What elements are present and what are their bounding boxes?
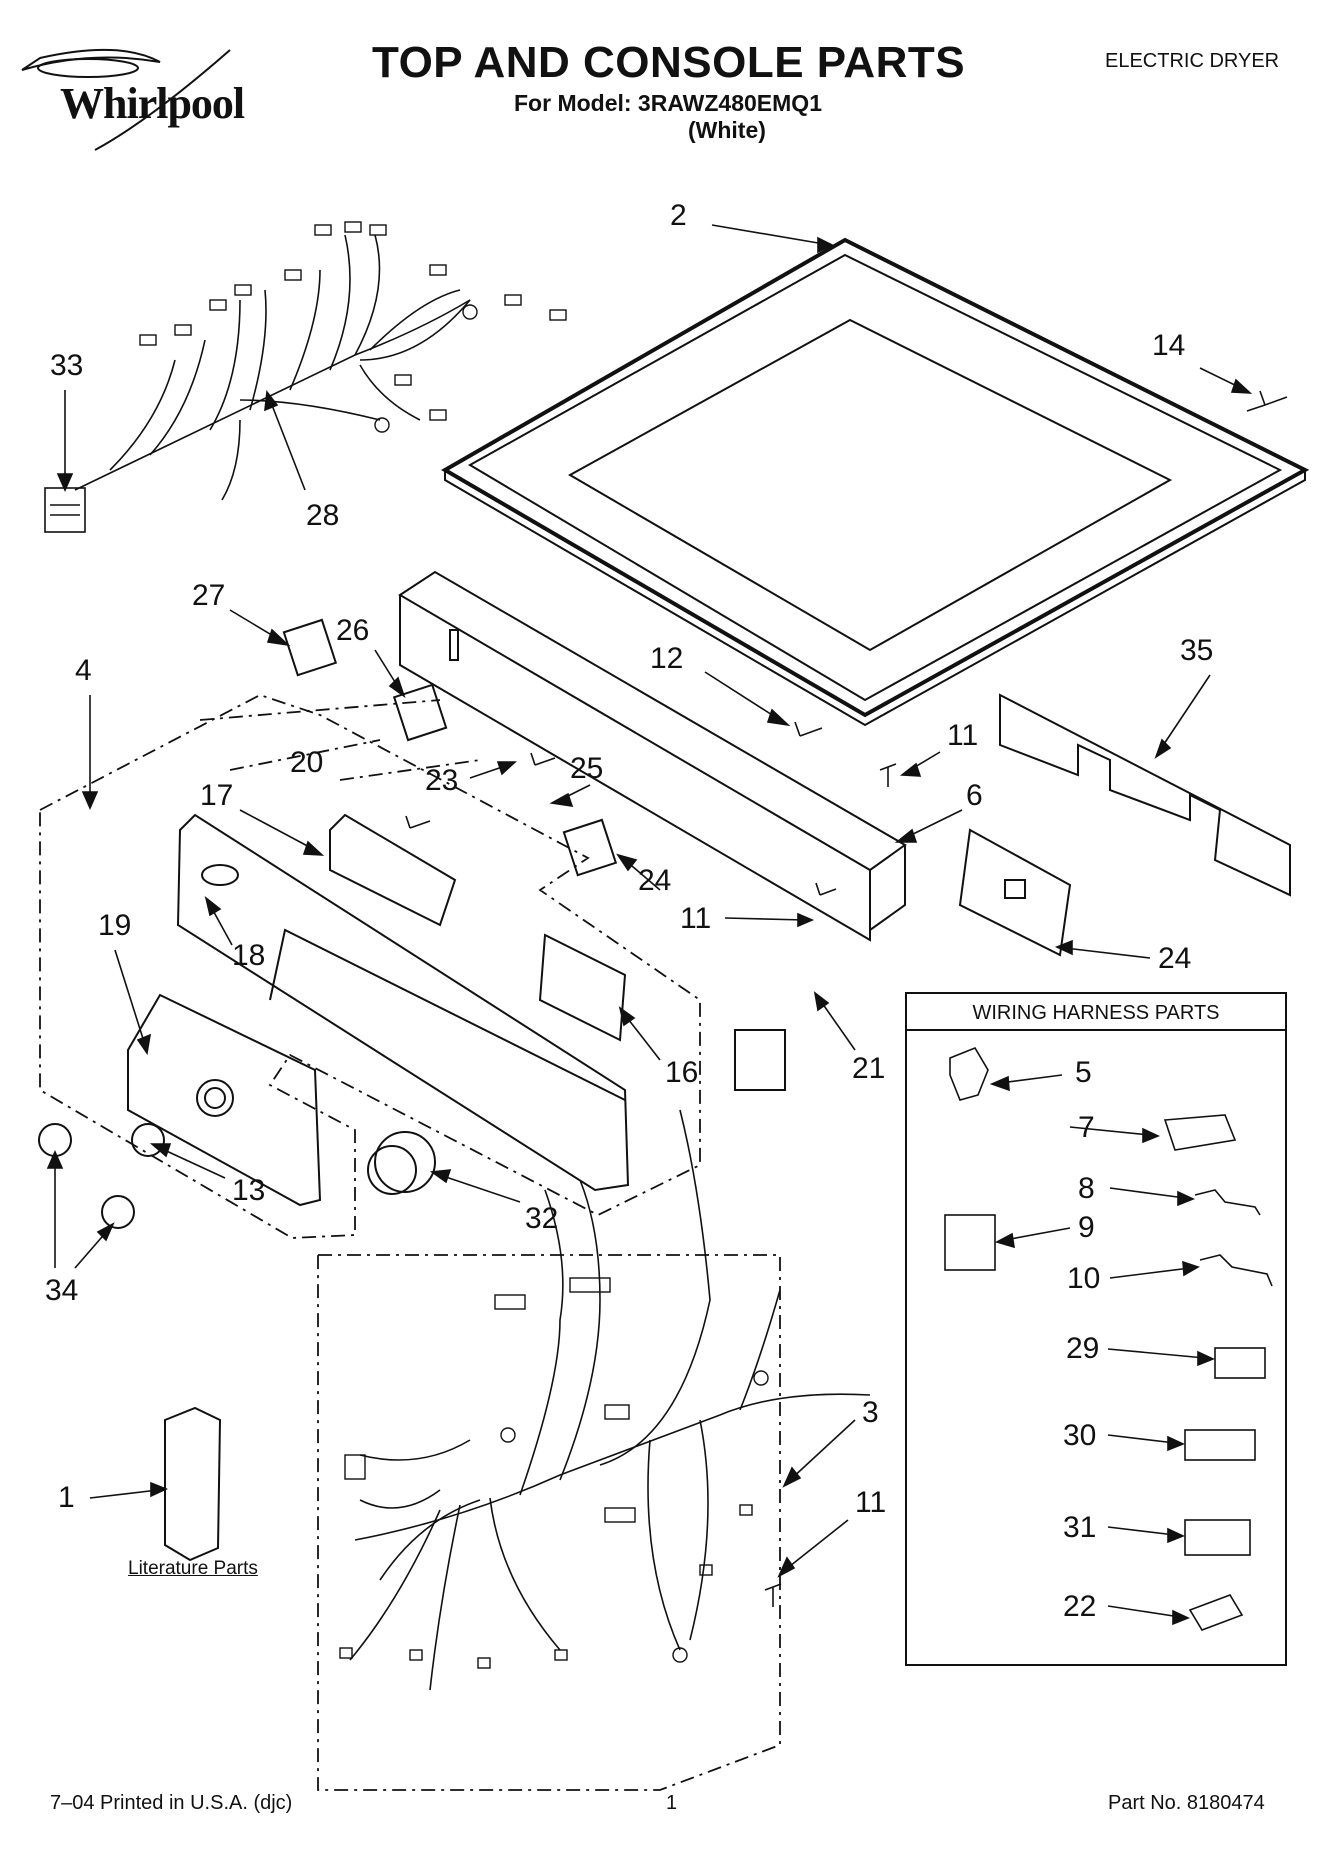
callout-33: 32 (525, 1202, 558, 1235)
literature-booklet (164, 1406, 222, 1562)
callout-14: 16 (665, 1056, 698, 1089)
callout-11-b: 11 (680, 902, 711, 935)
assembly-outlines (39, 694, 781, 1791)
callout-3: 3 (862, 1396, 879, 1429)
callout-24: 24 (638, 864, 671, 897)
screws (405, 390, 1288, 1607)
callout-8: 8 (1078, 1172, 1095, 1205)
wire-connectors (139, 221, 567, 433)
console-rear-panel (398, 570, 907, 942)
callout-1: 1 (58, 1481, 75, 1514)
logo-ring-icon (37, 58, 139, 78)
page-title: TOP AND CONSOLE PARTS (372, 38, 966, 87)
callout-30: 30 (1063, 1419, 1096, 1452)
part-number: Part No. 8180474 (1108, 1792, 1265, 1814)
control-boards (329, 813, 1072, 1042)
callout-9: 9 (1078, 1211, 1095, 1244)
callout-19: 20 (290, 746, 323, 779)
callout-11-c: 11 (855, 1486, 886, 1519)
callout-6: 6 (966, 779, 983, 812)
color-line: (White) (688, 117, 766, 143)
brand-logo: Whirlpool (60, 79, 245, 128)
top-panel (441, 237, 1310, 727)
lower-wire-harness (349, 1109, 871, 1691)
callout-7: 7 (1078, 1111, 1095, 1144)
callout-26: 26 (336, 614, 369, 647)
callout-18: 19 (98, 909, 131, 942)
console-front-panel (176, 813, 630, 1192)
callout-17: 18 (232, 939, 265, 972)
callout-23: 24 (1158, 942, 1191, 975)
callout-31: 31 (1063, 1511, 1096, 1544)
callout-5: 5 (1075, 1056, 1092, 1089)
callout-16: 14 (1152, 329, 1185, 362)
top-wire-harness (44, 234, 471, 533)
callout-27: 27 (192, 579, 225, 612)
callout-2: 2 (670, 199, 687, 232)
callout-numbers: 2 14 33 28 27 26 4 12 35 20 23 25 11 6 1… (45, 199, 1213, 1623)
callout-12: 12 (650, 642, 683, 675)
callout-28: 28 (306, 499, 339, 532)
leader-arrows (46, 224, 1253, 1626)
lower-connectors (339, 1277, 769, 1669)
callout-11-a: 11 (947, 719, 978, 752)
literature-parts-label: Literature Parts (128, 1558, 258, 1579)
callout-10: 10 (1067, 1262, 1100, 1295)
insulation-strip (999, 693, 1291, 897)
harness-part-icons (944, 1047, 1273, 1631)
callout-13: 13 (232, 1174, 265, 1207)
wiring-harness-parts-box (905, 992, 1287, 1666)
callout-22: 23 (425, 764, 458, 797)
callout-32: 33 (50, 349, 83, 382)
callout-25: 25 (570, 752, 603, 785)
print-info: 7–04 Printed in U.S.A. (djc) (50, 1792, 293, 1814)
callout-20: 21 (852, 1052, 885, 1085)
logo-swoosh-icon (21, 48, 231, 151)
callout-35: 35 (1180, 634, 1213, 667)
callout-29: 29 (1066, 1332, 1099, 1365)
model-line: For Model: 3RAWZ480EMQ1 (514, 90, 822, 116)
product-type: ELECTRIC DRYER (1105, 50, 1280, 72)
page-number: 1 (666, 1792, 678, 1814)
console-bezel (127, 993, 322, 1207)
selector-switches (282, 618, 786, 1091)
callout-4: 4 (75, 654, 92, 687)
callout-34: 34 (45, 1274, 78, 1307)
callout-21: 22 (1063, 1590, 1096, 1623)
wiring-harness-parts-title: WIRING HARNESS PARTS (972, 1002, 1220, 1024)
callout-15: 17 (200, 779, 233, 812)
